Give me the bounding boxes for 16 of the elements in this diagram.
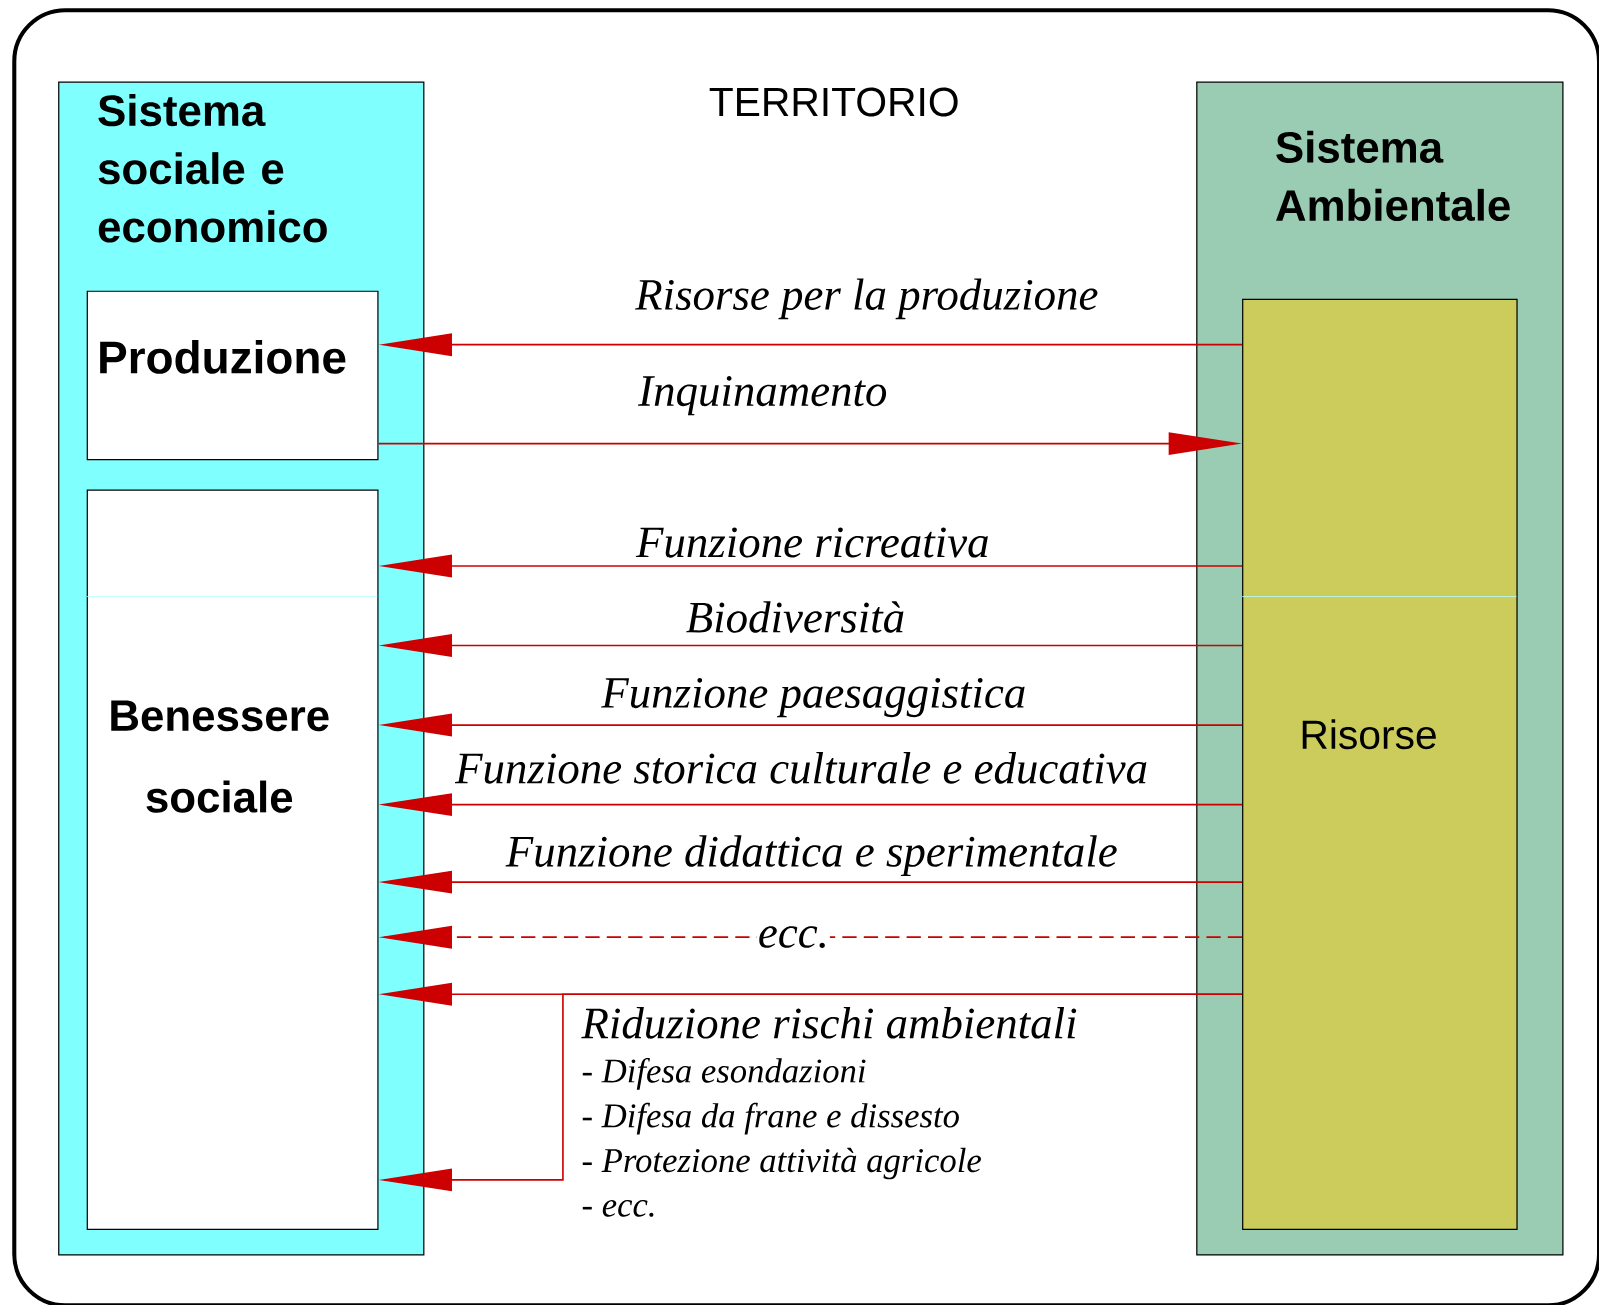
resources-box: Risorse (1241, 298, 1518, 1230)
list-item: - ecc. (582, 1199, 654, 1217)
edge-label: ecc. (756, 925, 830, 949)
list-item: - Difesa da frane e dissesto (582, 1102, 959, 1135)
edge-label: Funzione didattica e sperimentale (505, 835, 1117, 876)
edge-label: Inquinamento (638, 375, 887, 416)
wellbeing-box: Benessere sociale (86, 489, 379, 1230)
edge-label: Riduzione rischi ambientali (581, 1006, 1077, 1039)
edge-label: Biodiversità (686, 601, 904, 633)
list-item: - Difesa esondazioni (582, 1057, 866, 1090)
edge-label: Funzione paesaggistica (601, 677, 1025, 717)
edge-label: Risorse per la produzione (634, 278, 1098, 319)
edge-label: Funzione storica culturale e educativa (454, 751, 1147, 784)
production-box: Produzione (86, 290, 379, 460)
list-item: - Protezione attività agricole (582, 1147, 981, 1180)
edge-label: Funzione ricreativa (635, 527, 988, 558)
